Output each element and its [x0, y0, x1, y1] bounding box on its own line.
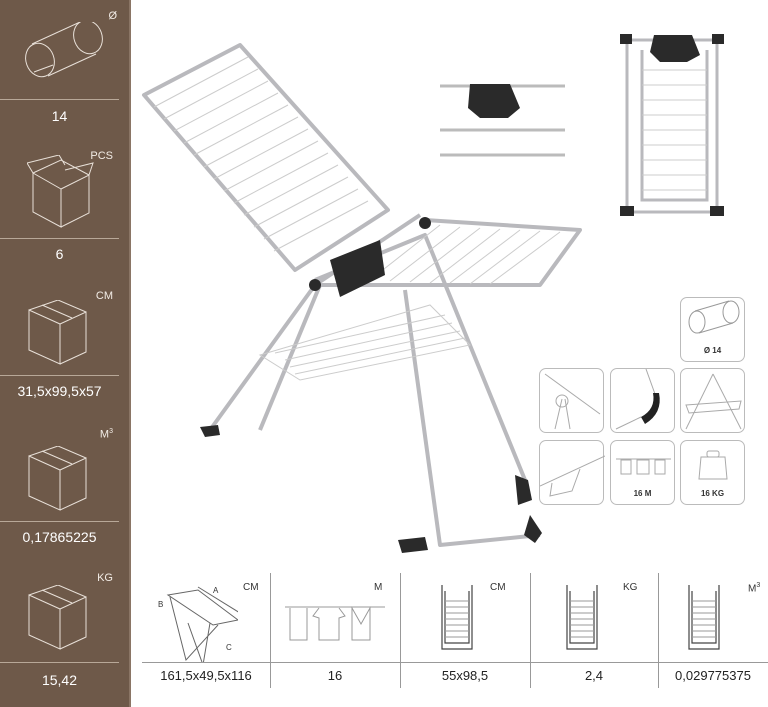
column-divider: [270, 573, 271, 688]
hook-icon: [539, 455, 606, 497]
folded-unit: CM: [490, 582, 506, 593]
divider: [0, 99, 119, 100]
line-unit: M: [374, 582, 383, 593]
column-divider: [530, 573, 531, 688]
shelf-icon: [685, 373, 742, 430]
feature-hook-thumb: [539, 440, 606, 505]
feature-foot-thumb: [610, 368, 675, 433]
diameter-value: 14: [51, 108, 68, 124]
box-icon: [28, 300, 87, 365]
divider: [0, 662, 119, 663]
column-divider: [400, 573, 401, 688]
volume-unit: M3: [748, 582, 761, 595]
tube-icon: [688, 300, 740, 334]
pieces-unit: PCS: [90, 150, 113, 162]
rack-dimensions-icon: A B C: [158, 586, 238, 663]
dim-c-label: C: [226, 643, 232, 652]
folded-rack-image: [620, 34, 724, 216]
diameter-unit: Ø: [108, 10, 117, 22]
size-value: 161,5x49,5x116: [160, 668, 252, 683]
hook-detail-image: [440, 84, 565, 157]
feature-load-thumb: 16 KG: [680, 440, 745, 505]
clothes-line-icon: [285, 606, 385, 641]
divider: [0, 238, 119, 239]
foot-cap-icon: [615, 368, 660, 430]
tube-icon: [25, 22, 103, 78]
line-value: 16: [327, 668, 343, 683]
tube-label: Ø 14: [703, 346, 722, 355]
product-volume-icon: [688, 585, 720, 650]
dimensions-unit: CM: [95, 290, 113, 302]
dimensions-value: 31,5x99,5x57: [17, 383, 102, 399]
feature-shelf-thumb: [680, 368, 745, 433]
weight-icon: [698, 450, 728, 480]
box-weight-icon: [28, 585, 87, 650]
folded-value: 55x98,5: [441, 668, 489, 683]
weight-unit: KG: [97, 572, 113, 584]
open-box-icon: [27, 155, 94, 228]
line-length-label: 16 M: [633, 489, 652, 498]
dim-b-label: B: [158, 600, 163, 609]
folded-size-icon: [441, 585, 473, 650]
load-label: 16 KG: [700, 489, 725, 498]
pieces-value: 6: [55, 246, 64, 262]
drying-rack-image: [142, 43, 582, 553]
box-volume-icon: [28, 446, 87, 511]
dim-a-label: A: [213, 586, 219, 595]
weight-value: 2,4: [584, 668, 604, 683]
clothes-line-icon: [616, 458, 671, 475]
feature-tube-thumb: Ø 14: [680, 297, 745, 362]
volume-value: 0,029775375: [675, 668, 751, 683]
product-info-sidebar: Ø 14 PCS 6 CM 31,5x99,5x57 M3 0,17865225…: [0, 0, 131, 707]
feature-joint-thumb: [539, 368, 604, 433]
size-unit: CM: [243, 582, 259, 593]
weight-value: 15,42: [41, 672, 78, 688]
divider: [0, 375, 119, 376]
divider: [0, 521, 119, 522]
volume-value: 0,17865225: [22, 529, 97, 545]
table-divider: [142, 662, 768, 663]
joint-icon: [544, 373, 601, 430]
weight-unit: KG: [623, 582, 638, 593]
product-weight-icon: [566, 585, 598, 650]
feature-line-thumb: 16 M: [610, 440, 675, 505]
volume-unit: M3: [99, 428, 113, 441]
column-divider: [658, 573, 659, 688]
